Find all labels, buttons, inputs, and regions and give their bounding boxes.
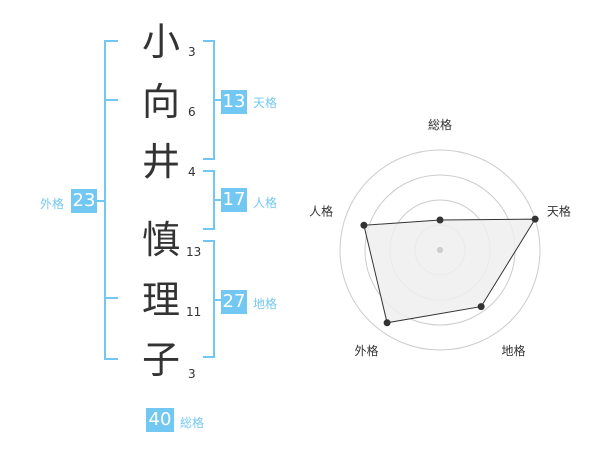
name-char-4: 慎 (141, 218, 180, 262)
gaikaku-connector (94, 200, 104, 202)
gaikaku-value: 23 (71, 189, 97, 213)
tenkaku-value: 13 (221, 90, 247, 114)
tenkaku-bracket (203, 40, 215, 160)
stroke-count-1: 3 (188, 45, 196, 59)
radar-axis-label: 総格 (428, 117, 452, 132)
jinkaku-value: 17 (221, 188, 247, 212)
gaikaku-label: 外格 (40, 197, 65, 211)
radar-axis-label: 天格 (547, 203, 571, 218)
radar-grid-ring (339, 149, 541, 351)
name-char-2: 向 (141, 80, 180, 124)
radar-axis-label: 外格 (354, 343, 378, 358)
radar-area (363, 218, 537, 324)
radar-center-dot (437, 247, 443, 253)
radar-point (383, 319, 391, 327)
jinkaku-label: 人格 (253, 196, 278, 210)
stroke-count-2: 6 (188, 105, 196, 119)
name-char-5: 理 (141, 278, 180, 322)
radar-point (436, 216, 444, 224)
chikaku-value: 27 (221, 290, 247, 314)
stroke-count-5: 11 (186, 305, 202, 319)
radar-point (477, 303, 485, 311)
soukaku-label: 総格 (180, 416, 205, 430)
jinkaku-connector (215, 199, 221, 201)
chikaku-label: 地格 (253, 297, 278, 311)
gaikaku-bracket (104, 40, 118, 360)
tenkaku-connector (215, 99, 221, 101)
chikaku-connector (215, 299, 221, 301)
name-char-1: 小 (141, 20, 180, 64)
name-char-3: 井 (141, 140, 180, 184)
chikaku-bracket (203, 240, 215, 358)
stroke-count-4: 13 (186, 245, 202, 259)
radar-point (531, 215, 539, 223)
gaikaku-bracket-tick (104, 99, 118, 101)
gaikaku-bracket-tick (104, 297, 118, 299)
radar-axis-label: 地格 (501, 343, 525, 358)
stroke-count-3: 4 (188, 165, 196, 179)
radar-axis-label: 人格 (309, 203, 333, 218)
soukaku-value: 40 (146, 408, 174, 432)
name-char-6: 子 (141, 338, 180, 382)
radar-point (360, 221, 368, 229)
jinkaku-bracket (203, 170, 215, 230)
tenkaku-label: 天格 (253, 96, 278, 110)
stroke-count-6: 3 (188, 367, 196, 381)
